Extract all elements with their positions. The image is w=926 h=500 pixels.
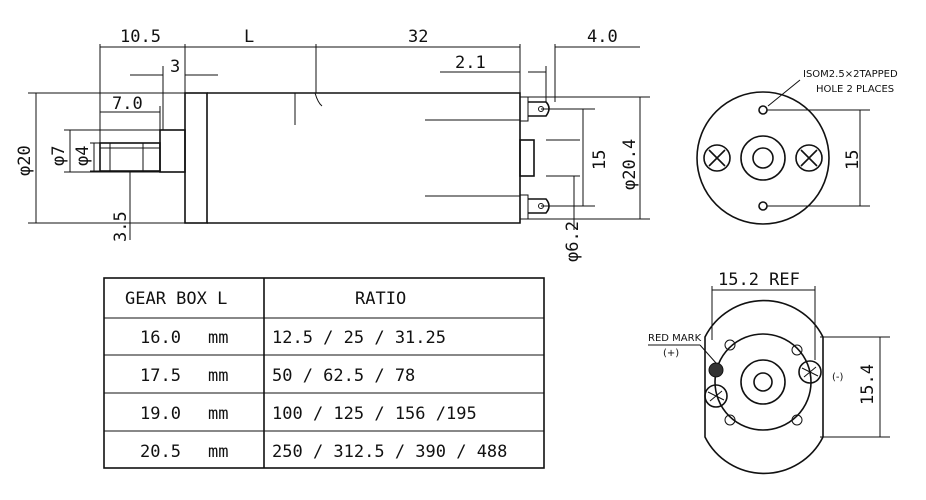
front-shaft: [752, 147, 774, 169]
dim-15-side: 15: [590, 150, 610, 170]
plus-label: (+): [663, 348, 679, 359]
rear-boss: [519, 139, 535, 177]
row2-ratio: 50 / 62.5 / 78: [272, 366, 415, 386]
screw-left: [703, 144, 731, 172]
tapped-hole-top: [758, 105, 768, 115]
tapped-hole-bottom: [758, 201, 768, 211]
dim-phi20: φ20: [15, 145, 35, 176]
red-mark-label: RED MARK: [648, 333, 702, 344]
dim-15-front: 15: [843, 150, 863, 170]
row1-length: 16.0: [140, 328, 181, 348]
table-header-gearbox: GEAR BOX L: [125, 289, 227, 309]
red-mark-dot: [708, 362, 724, 378]
front-bearing: [740, 135, 786, 181]
note-leader: [767, 79, 801, 107]
side-view: 10.5 L 32 4.0 3 2.1 7.0 φ20 φ7 φ4 3.5 15: [15, 27, 650, 262]
dim-7-0: 7.0: [112, 94, 143, 114]
output-shaft: [99, 142, 161, 172]
dim-L: L: [244, 27, 254, 47]
dim-3-5: 3.5: [111, 211, 131, 242]
dim-2-1: 2.1: [455, 53, 486, 73]
dim-32: 32: [408, 27, 428, 47]
dim-15-2-ref: 15.2 REF: [718, 270, 800, 290]
row3-length: 19.0: [140, 404, 181, 424]
dim-phi7: φ7: [49, 146, 69, 166]
rear-shaft: [753, 372, 773, 392]
row2-unit: mm: [208, 366, 228, 386]
rear-view: 15.2 REF 15.4 RED MARK (+) (-): [648, 270, 890, 475]
screw-right: [795, 144, 823, 172]
output-hub: [159, 129, 186, 173]
row4-ratio: 250 / 312.5 / 390 / 488: [272, 442, 507, 462]
row3-unit: mm: [208, 404, 228, 424]
dim-15-4: 15.4: [858, 364, 878, 405]
dim-phi6-2: φ6.2: [563, 221, 583, 262]
dim-10-5: 10.5: [120, 27, 161, 47]
terminal-minus: [798, 360, 822, 384]
note-line1: ISOM2.5×2TAPPED: [803, 69, 898, 80]
dim-phi4: φ4: [73, 146, 93, 166]
gearbox-section: [184, 92, 208, 224]
row1-ratio: 12.5 / 25 / 31.25: [272, 328, 446, 348]
row4-length: 20.5: [140, 442, 181, 462]
minus-label: (-): [832, 372, 844, 383]
motor-body: [207, 92, 521, 224]
table-header-ratio: RATIO: [355, 289, 406, 309]
note-line2: HOLE 2 PLACES: [816, 84, 894, 95]
row3-ratio: 100 / 125 / 156 /195: [272, 404, 477, 424]
row1-unit: mm: [208, 328, 228, 348]
dim-4-0: 4.0: [587, 27, 618, 47]
row2-length: 17.5: [140, 366, 181, 386]
row4-unit: mm: [208, 442, 228, 462]
terminal-plus: [704, 384, 728, 408]
dim-3: 3: [170, 57, 180, 77]
gearbox-table: GEAR BOX L RATIO 16.0 mm 12.5 / 25 / 31.…: [103, 277, 545, 469]
front-outline: [696, 91, 830, 225]
dim-phi20-4: φ20.4: [620, 139, 640, 190]
front-view: ISOM2.5×2TAPPED HOLE 2 PLACES 15: [696, 69, 898, 225]
